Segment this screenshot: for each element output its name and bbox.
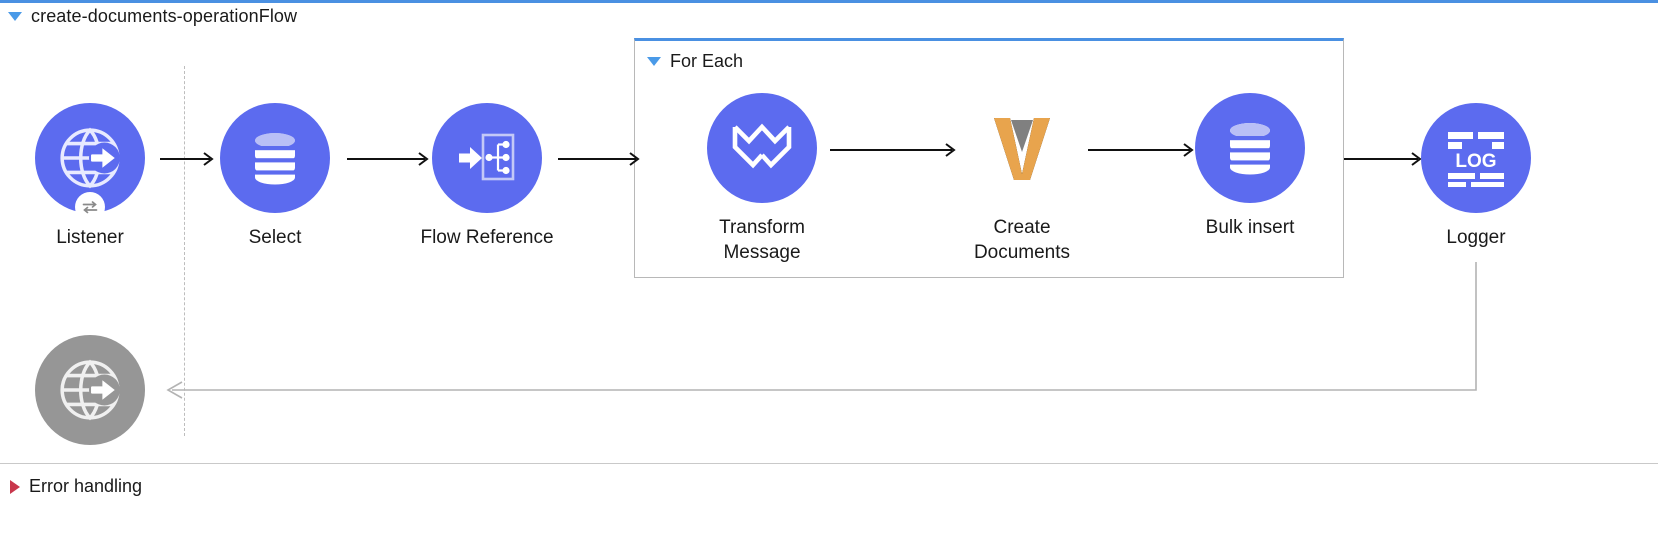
- foreach-scope-header[interactable]: For Each: [647, 51, 743, 72]
- node-label: Transform Message: [719, 217, 805, 263]
- node-bulk-insert[interactable]: Bulk insert: [1175, 93, 1325, 240]
- node-transform-message[interactable]: Transform Message: [687, 93, 837, 265]
- error-handling-label: Error handling: [29, 476, 143, 496]
- globe-arrow-icon: [60, 359, 120, 421]
- exchange-arrows-icon: [75, 192, 105, 222]
- node-icon-circle[interactable]: [432, 103, 542, 213]
- node-error-source[interactable]: [15, 335, 165, 457]
- triangle-down-icon[interactable]: [8, 12, 22, 21]
- dataweave-icon: [732, 123, 792, 169]
- node-icon-circle[interactable]: [220, 103, 330, 213]
- node-flow-reference[interactable]: Flow Reference: [412, 103, 562, 250]
- source-separator: [184, 66, 185, 436]
- triangle-down-icon[interactable]: [647, 57, 661, 66]
- node-label: Bulk insert: [1205, 217, 1295, 238]
- flow-reference-icon: [459, 133, 515, 181]
- node-select[interactable]: Select: [200, 103, 350, 250]
- globe-arrow-icon: [60, 127, 120, 189]
- connector-arrow: [558, 152, 640, 166]
- node-label: Create Documents: [973, 217, 1071, 263]
- mongodb-leaf-icon: [994, 118, 1050, 180]
- flow-title-label: create-documents-operationFlow: [31, 6, 298, 26]
- node-icon-circle[interactable]: LOG: [1421, 103, 1531, 213]
- connector-arrow: [347, 152, 429, 166]
- node-logger[interactable]: LOG Logger: [1401, 103, 1551, 250]
- node-icon-circle[interactable]: [1195, 93, 1305, 203]
- node-label: Select: [248, 227, 302, 248]
- foreach-scope-label: For Each: [670, 51, 744, 71]
- node-label: Flow Reference: [420, 227, 554, 248]
- flow-header[interactable]: create-documents-operationFlow: [8, 6, 297, 27]
- node-icon-circle[interactable]: [35, 103, 145, 222]
- error-handling-header[interactable]: Error handling: [10, 476, 142, 497]
- flow-accent-border: [0, 0, 1658, 3]
- node-label: Listener: [56, 227, 124, 248]
- node-label: Logger: [1446, 227, 1506, 248]
- database-icon: [1229, 123, 1271, 175]
- log-icon: LOG: [1448, 132, 1504, 187]
- connector-arrow: [830, 143, 956, 157]
- triangle-right-icon[interactable]: [10, 479, 20, 494]
- node-icon-circle[interactable]: [967, 93, 1077, 203]
- error-handling-divider: [0, 463, 1658, 464]
- connector-arrow: [1344, 152, 1422, 166]
- log-icon-text: LOG: [1455, 151, 1496, 172]
- connector-arrow: [1088, 143, 1194, 157]
- node-icon-circle[interactable]: [35, 335, 145, 445]
- connector-arrow: [160, 152, 214, 166]
- node-listener[interactable]: Listener: [15, 103, 165, 250]
- node-icon-circle[interactable]: [707, 93, 817, 203]
- node-create-documents[interactable]: Create Documents: [947, 93, 1097, 265]
- database-icon: [254, 133, 296, 185]
